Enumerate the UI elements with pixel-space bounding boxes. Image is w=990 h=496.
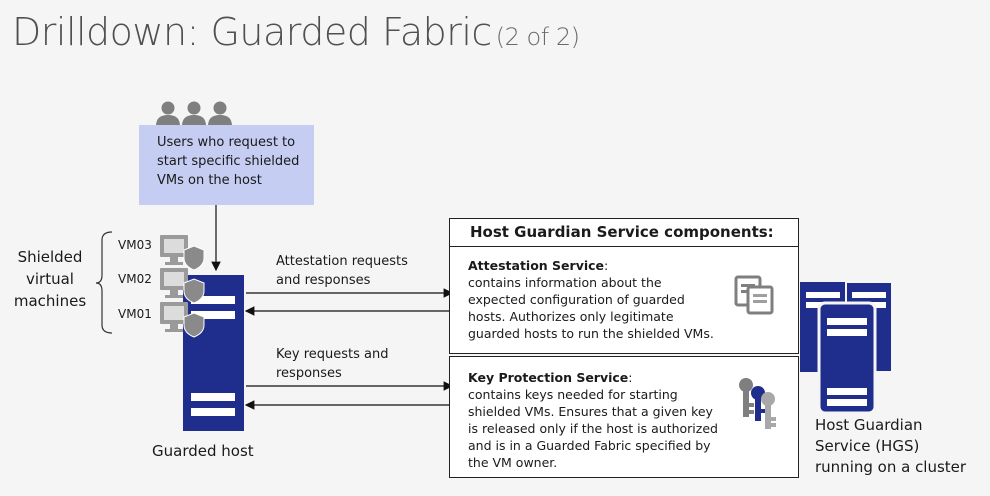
shielded-line-2: virtual <box>26 270 74 288</box>
key-line-2: shielded VMs. Ensures that a given key <box>468 404 713 419</box>
users-box: Users who request to start specific shie… <box>139 125 314 205</box>
key-line-4: and is in a Guarded Fabric specified by <box>468 438 711 453</box>
documents-icon <box>734 275 774 315</box>
title-subtitle: (2 of 2) <box>495 23 580 51</box>
users-line-2: start specific shielded <box>157 154 300 169</box>
vm02-label: VM02 <box>118 272 152 286</box>
users-icon <box>156 101 232 126</box>
hgs-label-line-3: running on a cluster <box>815 458 967 476</box>
shielded-line-3: machines <box>13 292 87 310</box>
attestation-line-1: contains information about the <box>468 275 662 290</box>
hgs-label-line-1: Host Guardian <box>815 416 923 434</box>
keys-icon <box>739 378 776 429</box>
attestation-arrow-label: Attestation requests and responses <box>276 252 408 290</box>
attestation-line-2: expected configuration of guarded <box>468 292 685 307</box>
hgs-cluster-server-icon <box>800 281 893 415</box>
attestation-arrow-line-1: Attestation requests <box>276 254 408 269</box>
key-protection-service-title: Key Protection Service <box>468 370 629 385</box>
attestation-service-panel: Attestation Service: contains informatio… <box>449 246 799 354</box>
key-line-1: contains keys needed for starting <box>468 387 678 402</box>
vm-bracket <box>95 231 113 334</box>
key-arrow-line-1: Key requests and <box>276 347 389 362</box>
vm03-label: VM03 <box>118 238 152 252</box>
attestation-line-4: guarded hosts to run the shielded VMs. <box>468 326 714 341</box>
attestation-arrow-line-2: and responses <box>276 273 371 288</box>
attestation-line-3: hosts. Authorizes only legitimate <box>468 309 674 324</box>
key-protection-service-panel: Key Protection Service: contains keys ne… <box>449 356 799 478</box>
key-line-3: is released only if the host is authoriz… <box>468 421 718 436</box>
key-line-5: the VM owner. <box>468 455 558 470</box>
hgs-cluster-label: Host Guardian Service (HGS) running on a… <box>815 415 966 478</box>
page-title: Drilldown: Guarded Fabric(2 of 2) <box>12 10 580 54</box>
vm02-icon <box>160 268 205 304</box>
shielded-vms-label: Shielded virtual machines <box>10 246 90 312</box>
vm01-icon <box>160 302 205 338</box>
users-line-3: VMs on the host <box>157 173 262 188</box>
key-arrow-line-2: responses <box>276 366 342 381</box>
key-arrow-label: Key requests and responses <box>276 345 388 383</box>
users-line-1: Users who request to <box>157 135 296 150</box>
vm01-label: VM01 <box>118 307 152 321</box>
hgs-label-line-2: Service (HGS) <box>815 437 920 455</box>
shielded-line-1: Shielded <box>17 248 83 266</box>
guarded-host-label: Guarded host <box>152 442 254 460</box>
attestation-service-title: Attestation Service <box>468 258 605 273</box>
vm03-icon <box>160 235 205 271</box>
hgs-panel-header: Host Guardian Service components: <box>449 218 799 248</box>
title-main: Drilldown: Guarded Fabric <box>12 10 492 54</box>
